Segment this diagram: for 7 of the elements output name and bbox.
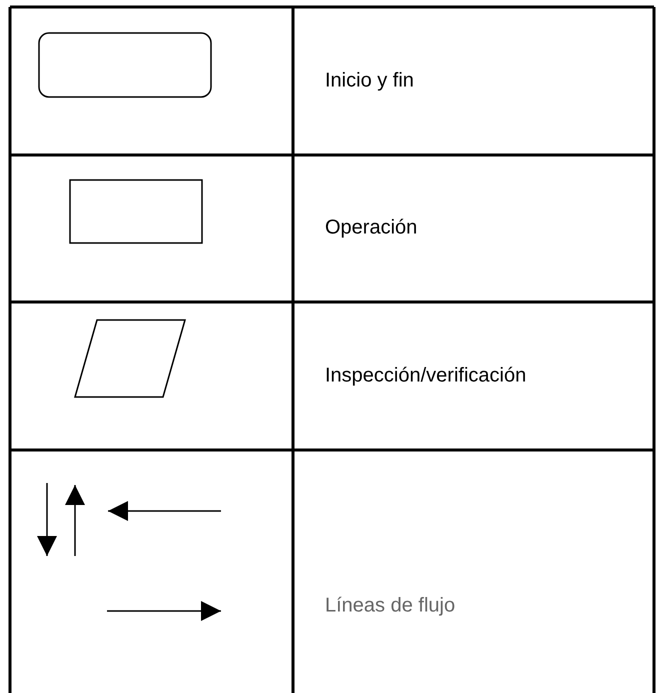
parallelogram-symbol [74,319,186,398]
process-symbol [69,179,203,244]
symbol-description: Inicio y fin [325,70,414,92]
symbol-description: Inspección/verificación [325,364,526,388]
terminal-symbol [38,32,212,98]
symbol-description: Operación [325,216,418,240]
symbol-description: Líneas de flujo [325,594,456,618]
